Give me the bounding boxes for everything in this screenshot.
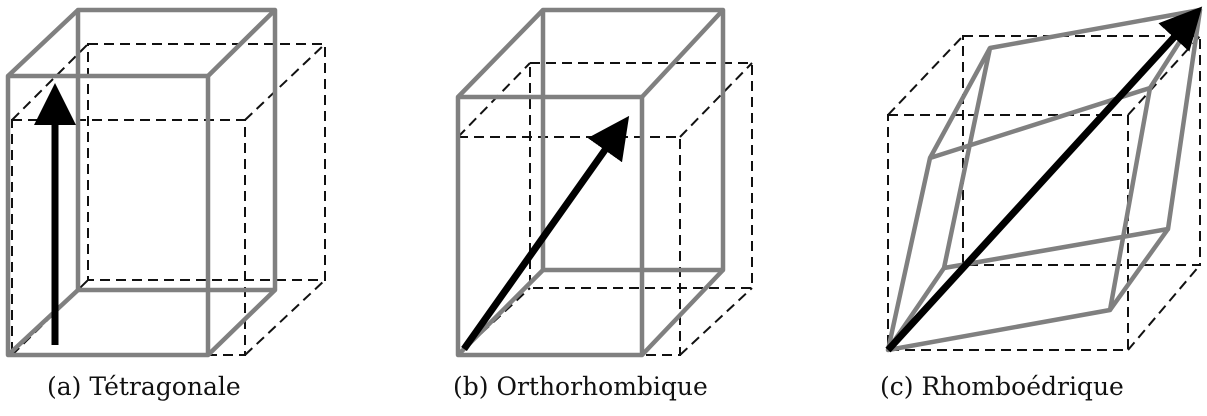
crystal-distortion-figure — [5, 6, 1203, 358]
distorted-cell-solid — [5, 7, 278, 358]
caption-rhombohedral: (c) Rhomboédrique — [880, 372, 1124, 401]
panel-rhombohedral — [885, 6, 1203, 353]
polarization-arrow — [885, 6, 1203, 353]
distorted-cell-solid — [455, 7, 726, 358]
reference-cube-dashed — [11, 43, 326, 356]
caption-orthorhombic: (b) Orthorhombique — [453, 372, 708, 401]
panel-tetragonal — [5, 7, 326, 358]
reference-cube-dashed — [887, 35, 1201, 351]
caption-tetragonal: (a) Tétragonale — [47, 372, 241, 401]
panel-orthorhombic — [455, 7, 753, 358]
polarization-arrow — [461, 115, 630, 352]
